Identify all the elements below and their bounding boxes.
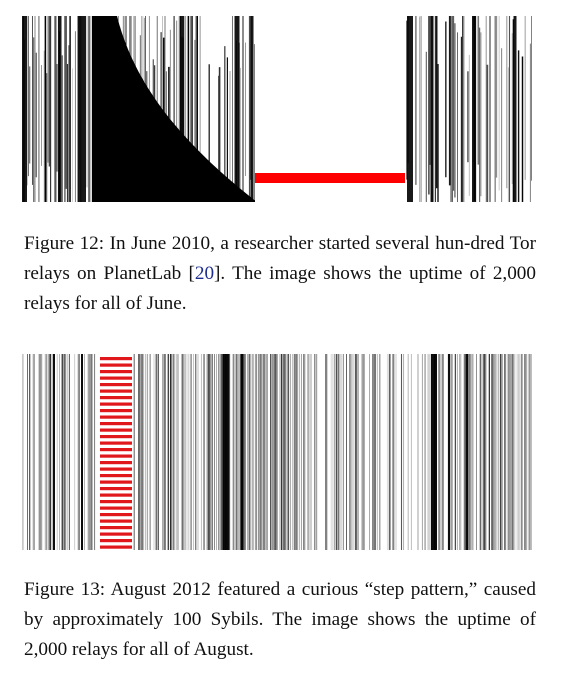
sybil-step xyxy=(100,493,132,497)
sybil-relays-red-band xyxy=(255,173,405,183)
sybil-step xyxy=(100,402,132,406)
sybil-step xyxy=(100,396,132,400)
sybil-step-pattern xyxy=(100,357,132,549)
sybil-step xyxy=(100,467,132,471)
sybil-step xyxy=(100,389,132,393)
figure-12-uptime-plot xyxy=(22,16,532,202)
sybil-step xyxy=(100,461,132,465)
figure-13-label: Figure 13: xyxy=(24,579,106,600)
sybil-step xyxy=(100,539,132,543)
uptime-empty-gap xyxy=(255,16,405,202)
sybil-step xyxy=(100,480,132,484)
sybil-step xyxy=(100,376,132,380)
sybil-step xyxy=(100,545,132,549)
sybil-step xyxy=(100,487,132,491)
sybil-step xyxy=(100,363,132,367)
sybil-step xyxy=(100,435,132,439)
figure-12-caption-text-end: ]. The image shows the uptime of 2,000 r… xyxy=(24,263,536,314)
figure-12-caption-text: In June 2010, a researcher started sever… xyxy=(24,233,536,284)
sybil-step xyxy=(100,474,132,478)
sybil-step xyxy=(100,500,132,504)
sybil-step xyxy=(100,526,132,530)
sybil-step xyxy=(100,441,132,445)
sybil-step xyxy=(100,370,132,374)
sybil-step xyxy=(100,415,132,419)
figure-12-caption: Figure 12: In June 2010, a researcher st… xyxy=(24,229,536,319)
figure-12-label: Figure 12: xyxy=(24,233,105,254)
sybil-step xyxy=(100,532,132,536)
sybil-step xyxy=(100,357,132,361)
sybil-step xyxy=(100,409,132,413)
sybil-step xyxy=(100,506,132,510)
citation-link-20[interactable]: 20 xyxy=(194,263,215,284)
figure-13-caption: Figure 13: August 2012 featured a curiou… xyxy=(24,575,536,665)
figure-13-caption-text: August 2012 featured a curious “step pat… xyxy=(24,579,536,660)
sybil-step xyxy=(100,448,132,452)
sybil-step xyxy=(100,383,132,387)
relay-uptime-lines xyxy=(22,354,532,550)
uptime-dark-wedge xyxy=(92,16,257,202)
figure-13-uptime-plot xyxy=(22,354,532,550)
sybil-step xyxy=(100,428,132,432)
figure-12-uptime-image xyxy=(22,16,532,202)
sybil-step xyxy=(100,519,132,523)
sybil-step xyxy=(100,513,132,517)
sybil-step xyxy=(100,422,132,426)
sybil-step xyxy=(100,454,132,458)
figure-13-uptime-image xyxy=(22,354,532,550)
